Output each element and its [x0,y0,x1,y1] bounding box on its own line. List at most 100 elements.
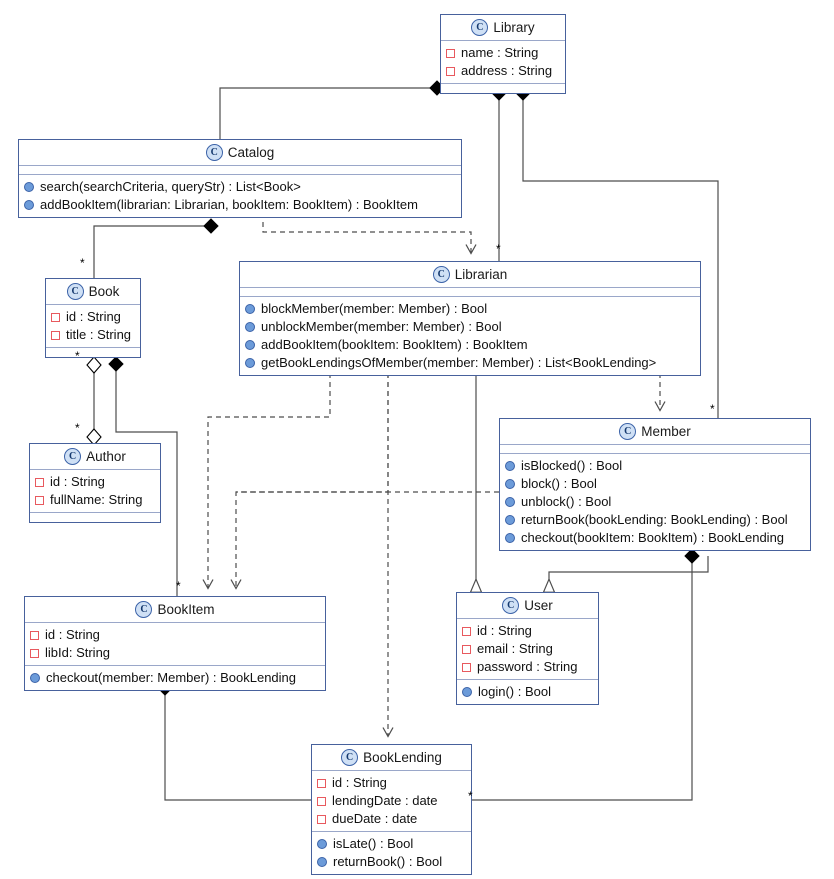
class-name-label: Author [86,449,126,464]
operation-glyph-icon [245,322,255,332]
attribute-glyph-icon [446,48,455,58]
class-box-author[interactable]: C Author id : String fullName: String [29,443,161,523]
attribute-row: id : String [51,308,135,326]
attribute-row: dueDate : date [317,810,466,828]
class-box-catalog[interactable]: C Catalog search(searchCriteria, querySt… [18,139,462,218]
edge-catalog-librarian-dep [262,213,471,253]
attribute-row: id : String [35,473,155,491]
class-badge-icon: C [471,19,489,36]
operation-glyph-icon [505,533,515,543]
multiplicity-label: * [468,789,473,803]
edge-librarian-bookitem-dep [208,373,331,588]
diamond-catalog-book [203,218,219,234]
class-box-library[interactable]: C Library name : String address : String [440,14,566,94]
attributes-section: name : String address : String [441,41,565,84]
class-badge-icon: C [341,749,359,766]
operations-section-empty [441,84,565,93]
operation-glyph-icon [505,479,515,489]
class-name-label: Member [641,424,691,439]
class-box-book[interactable]: C Book id : String title : String [45,278,141,358]
operation-glyph-icon [505,497,515,507]
class-badge-icon: C [619,423,637,440]
class-badge-icon: C [205,144,223,161]
multiplicity-label: * [176,579,181,593]
class-badge-icon: C [66,283,84,300]
attribute-label: password : String [477,659,578,674]
operation-label: unblock() : Bool [521,494,612,509]
attribute-glyph-icon [462,626,471,636]
operation-glyph-icon [245,358,255,368]
operations-section: login() : Bool [457,680,598,704]
operation-label: addBookItem(bookItem: BookItem) : BookIt… [261,337,528,352]
class-box-bookitem[interactable]: C BookItem id : String libId: String che… [24,596,326,691]
operation-glyph-icon [30,673,40,683]
class-box-user[interactable]: C User id : String email : String passwo… [456,592,599,705]
operations-section: blockMember(member: Member) : Bool unblo… [240,297,700,375]
operation-label: unblockMember(member: Member) : Bool [261,319,502,334]
attribute-label: name : String [461,45,539,60]
operation-label: blockMember(member: Member) : Bool [261,301,488,316]
attribute-glyph-icon [30,648,39,658]
operation-row: isLate() : Bool [317,835,466,853]
attribute-label: dueDate : date [332,811,418,826]
attribute-label: id : String [50,474,105,489]
class-badge-icon: C [64,448,82,465]
class-title-library: C Library [441,15,565,41]
operation-row: checkout(member: Member) : BookLending [30,669,320,687]
diamond-book-author-top [86,356,102,374]
attribute-label: id : String [477,623,532,638]
edge-library-catalog [219,87,430,139]
class-box-booklending[interactable]: C BookLending id : String lendingDate : … [311,744,472,875]
class-box-member[interactable]: C Member isBlocked() : Bool block() : Bo… [499,418,811,551]
class-title-book: C Book [46,279,140,305]
attribute-row: id : String [462,622,593,640]
operation-label: search(searchCriteria, queryStr) : List<… [40,179,301,194]
class-badge-icon: C [502,597,520,614]
operation-label: getBookLendingsOfMember(member: Member) … [261,355,657,370]
class-name-label: BookLending [363,750,442,765]
class-name-label: Librarian [454,267,508,282]
operation-row: search(searchCriteria, queryStr) : List<… [24,178,456,196]
attribute-label: id : String [45,627,100,642]
class-name-label: Library [493,20,535,35]
attribute-row: id : String [317,774,466,792]
operation-label: checkout(member: Member) : BookLending [46,670,297,685]
diamond-book-bookitem [108,356,124,372]
operation-glyph-icon [317,839,327,849]
class-title-librarian: C Librarian [240,262,700,288]
class-title-bookitem: C BookItem [25,597,325,623]
operation-row: unblock() : Bool [505,493,805,511]
attribute-row: lendingDate : date [317,792,466,810]
attribute-row: libId: String [30,644,320,662]
operation-row: unblockMember(member: Member) : Bool [245,318,695,336]
attribute-glyph-icon [317,814,326,824]
attribute-glyph-icon [51,312,60,322]
multiplicity-label: * [75,421,80,435]
operation-glyph-icon [245,304,255,314]
attribute-row: name : String [446,44,560,62]
class-title-author: C Author [30,444,160,470]
attribute-label: libId: String [45,645,111,660]
edge-bookitem-booklending [164,688,311,801]
class-title-user: C User [457,593,598,619]
attribute-glyph-icon [317,778,326,788]
operation-label: returnBook() : Bool [333,854,443,869]
operation-row: addBookItem(bookItem: BookItem) : BookIt… [245,336,695,354]
operation-glyph-icon [24,182,34,192]
operation-label: login() : Bool [478,684,551,699]
operation-row: returnBook(bookLending: BookLending) : B… [505,511,805,529]
attribute-glyph-icon [317,796,326,806]
operation-label: block() : Bool [521,476,597,491]
class-box-librarian[interactable]: C Librarian blockMember(member: Member) … [239,261,701,376]
attribute-glyph-icon [35,477,44,487]
operation-label: returnBook(bookLending: BookLending) : B… [521,512,788,527]
attributes-section-empty [240,288,700,297]
operations-section-empty [30,513,160,522]
attribute-row: password : String [462,658,593,676]
attributes-section: id : String libId: String [25,623,325,666]
attribute-row: address : String [446,62,560,80]
operation-row: getBookLendingsOfMember(member: Member) … [245,354,695,372]
attributes-section-empty [19,166,461,175]
operations-section: search(searchCriteria, queryStr) : List<… [19,175,461,217]
operations-section: isLate() : Bool returnBook() : Bool [312,832,471,874]
